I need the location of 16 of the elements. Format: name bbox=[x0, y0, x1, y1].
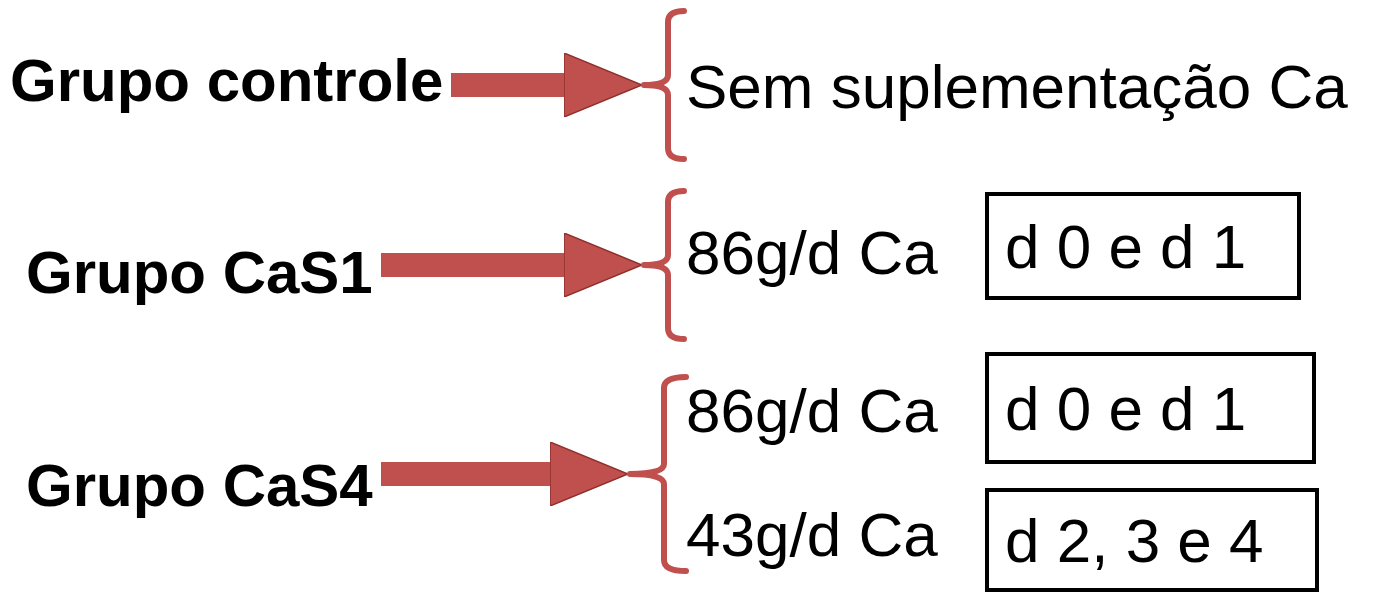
day-range: d 2, 3 e 4 bbox=[985, 488, 1319, 592]
dose-text: 43g/d Ca bbox=[686, 498, 938, 571]
dose-text: 86g/d Ca bbox=[686, 216, 938, 289]
group-name: Grupo CaS1 bbox=[26, 234, 373, 310]
block-arrow bbox=[381, 441, 629, 507]
group-name: Grupo CaS4 bbox=[26, 447, 373, 523]
group-name: Grupo controle bbox=[10, 42, 444, 118]
curly-brace bbox=[628, 374, 688, 574]
day-range: d 0 e d 1 bbox=[985, 192, 1301, 300]
curly-brace bbox=[642, 188, 686, 342]
block-arrow bbox=[381, 232, 643, 298]
curly-brace bbox=[642, 8, 686, 162]
dose-text: 86g/d Ca bbox=[686, 374, 938, 447]
block-arrow bbox=[451, 52, 643, 118]
day-range: d 0 e d 1 bbox=[985, 352, 1316, 464]
dose-text: Sem suplementação Ca bbox=[686, 50, 1348, 123]
